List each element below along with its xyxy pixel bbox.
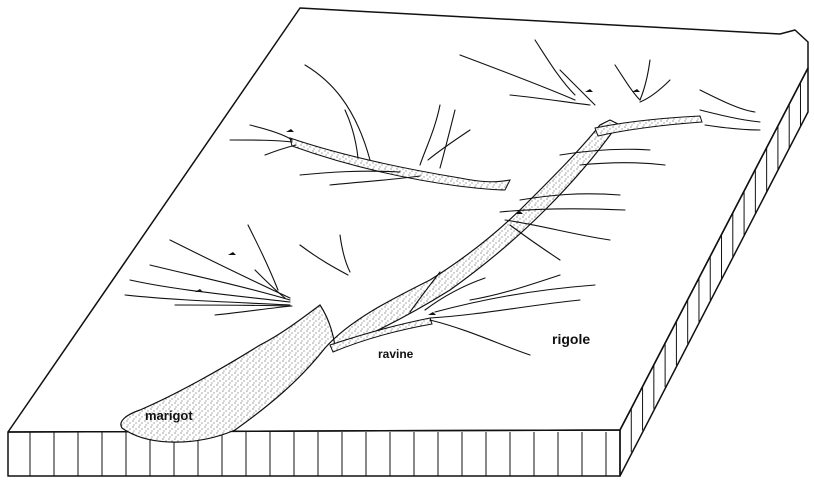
label-marigot: marigot [145,408,193,423]
ravine-channel-upper-left [290,138,510,190]
block-top-surface [8,8,808,432]
label-rigole: rigole [552,331,590,347]
block-front-face [8,430,620,476]
ravine-channel-upper-right [595,116,702,136]
label-ravine: ravine [378,347,414,361]
flow-arrows [195,89,640,315]
rigoles-network [125,40,760,355]
block-side-face [620,68,808,476]
